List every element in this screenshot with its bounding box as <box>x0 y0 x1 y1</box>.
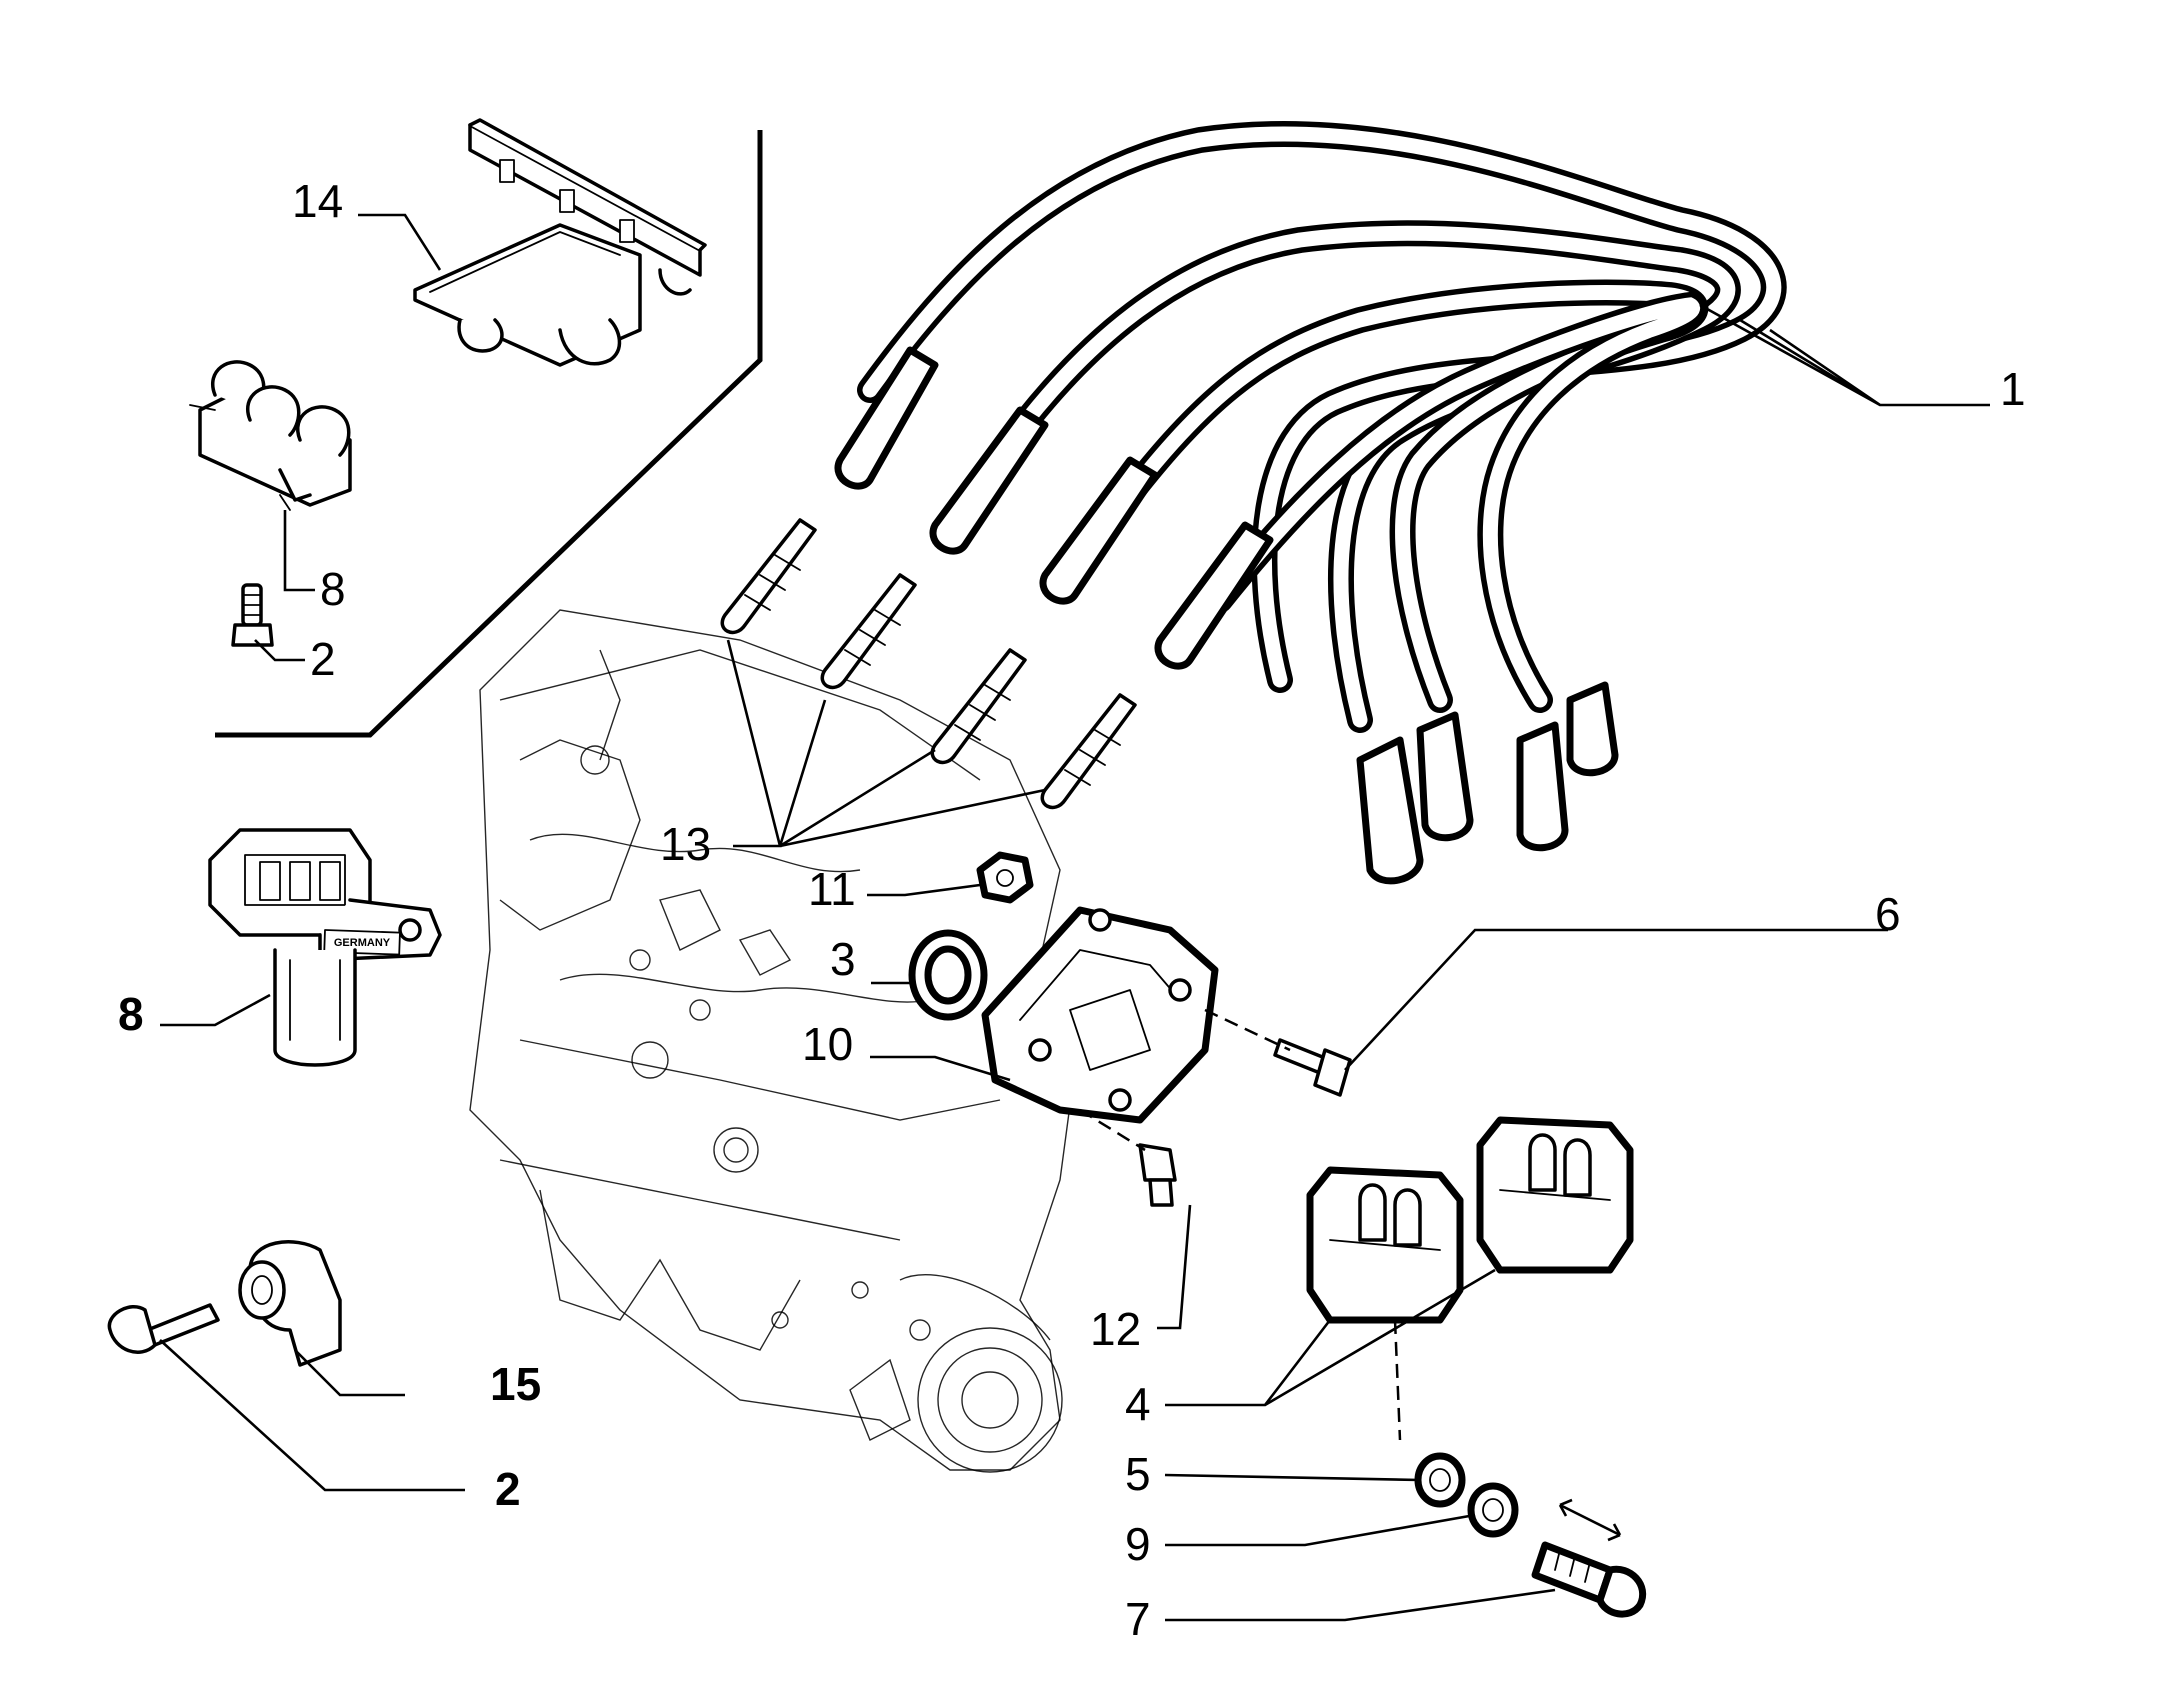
part-9-washer <box>1467 1482 1519 1538</box>
sensor-marking: GERMANY <box>334 937 391 949</box>
assembly-dashed-lines <box>1079 1008 1402 1441</box>
callout-1: 1 <box>2000 363 2026 415</box>
cable-boots-plug-end <box>834 346 1274 670</box>
callout-3: 3 <box>830 933 856 985</box>
part-3-o-ring <box>908 929 988 1021</box>
part-5-washer <box>1414 1452 1466 1508</box>
part-7-screw <box>1531 1498 1647 1618</box>
part-2-long-bolt <box>107 1303 220 1354</box>
part-13-spark-plugs <box>720 518 1137 810</box>
part-12-bolt <box>1138 1143 1177 1207</box>
part-14-rail-bracket <box>413 118 707 367</box>
callout-12: 12 <box>1090 1303 1141 1355</box>
part-15-knock-sensor <box>238 1240 342 1367</box>
cable-boots-coil-end <box>1356 681 1619 885</box>
part-6-flange-bolt <box>1273 1038 1352 1097</box>
callout-2-lower: 2 <box>495 1463 521 1515</box>
callout-8-upper: 8 <box>320 563 346 615</box>
callout-5: 5 <box>1125 1448 1151 1500</box>
callout-14: 14 <box>292 175 343 227</box>
inset-divider-line <box>215 130 763 738</box>
callout-11: 11 <box>808 863 856 915</box>
callout-13: 13 <box>660 818 711 870</box>
callout-9: 9 <box>1125 1518 1151 1570</box>
part-8-wire-clip <box>189 360 352 511</box>
callout-7: 7 <box>1125 1593 1151 1645</box>
callout-labels: 1 14 8 2 13 11 3 10 6 8 12 15 4 2 5 9 7 <box>118 175 2026 1645</box>
part-2-small-screw <box>231 583 274 647</box>
part-8-sensor: GERMANY <box>208 828 442 1067</box>
part-1-ignition-cable-set <box>834 120 1787 885</box>
callout-10: 10 <box>802 1018 853 1070</box>
part-4-ignition-coils <box>1306 1116 1634 1324</box>
callout-2-upper: 2 <box>310 633 336 685</box>
part-11-nut <box>976 851 1034 904</box>
callout-8-lower: 8 <box>118 988 144 1040</box>
callout-4: 4 <box>1125 1378 1151 1430</box>
callout-6: 6 <box>1875 888 1901 940</box>
callout-15: 15 <box>490 1358 541 1410</box>
part-10-bracket <box>981 906 1219 1124</box>
leader-lines <box>159 213 1990 1622</box>
